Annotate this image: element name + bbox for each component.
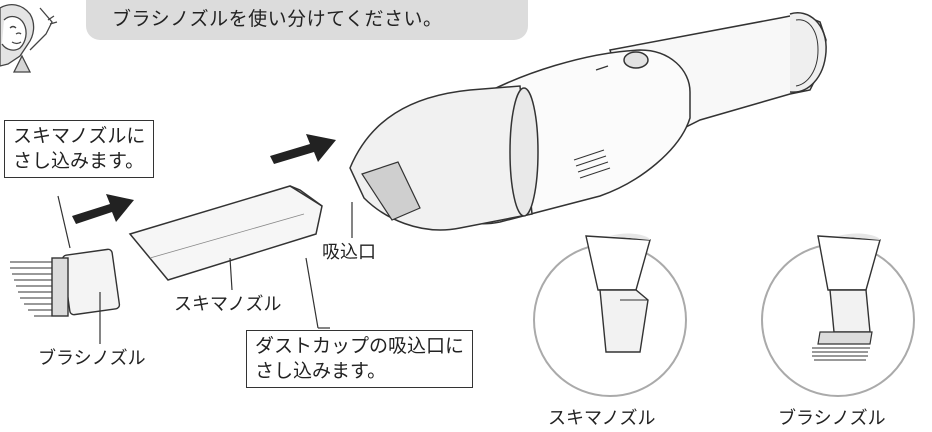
tip-banner <box>86 0 528 40</box>
callout-line-1: ダストカップの吸込口に <box>255 335 465 357</box>
detail-circle-sukima <box>533 233 687 397</box>
caption-sukima-detail: スキマノズル <box>548 408 656 429</box>
arrow-icon-1 <box>72 194 134 224</box>
callout-line-2: さし込みます。 <box>255 360 387 382</box>
character-icon <box>0 3 58 73</box>
label-intake: 吸込口 <box>322 242 376 263</box>
callout-cup-insert: ダストカップの吸込口に さし込みます。 <box>246 330 474 388</box>
brush-nozzle <box>10 248 121 317</box>
vacuum-cleaner <box>349 12 827 231</box>
label-sukima-nozzle: スキマノズル <box>174 294 282 315</box>
leader-lines <box>57 195 353 344</box>
sukima-nozzle <box>128 185 323 281</box>
label-brush-nozzle: ブラシノズル <box>38 348 146 369</box>
tip-banner-text: ブラシノズルを使い分けてください。 <box>112 8 443 30</box>
callout-line-2: さし込みます。 <box>13 150 145 172</box>
caption-brush-detail: ブラシノズル <box>778 408 886 429</box>
arrow-icon-2 <box>270 134 336 164</box>
callout-line-1: スキマノズルに <box>13 125 146 147</box>
detail-circle-brush <box>761 233 915 397</box>
callout-sukima-insert: スキマノズルに さし込みます。 <box>4 120 155 178</box>
